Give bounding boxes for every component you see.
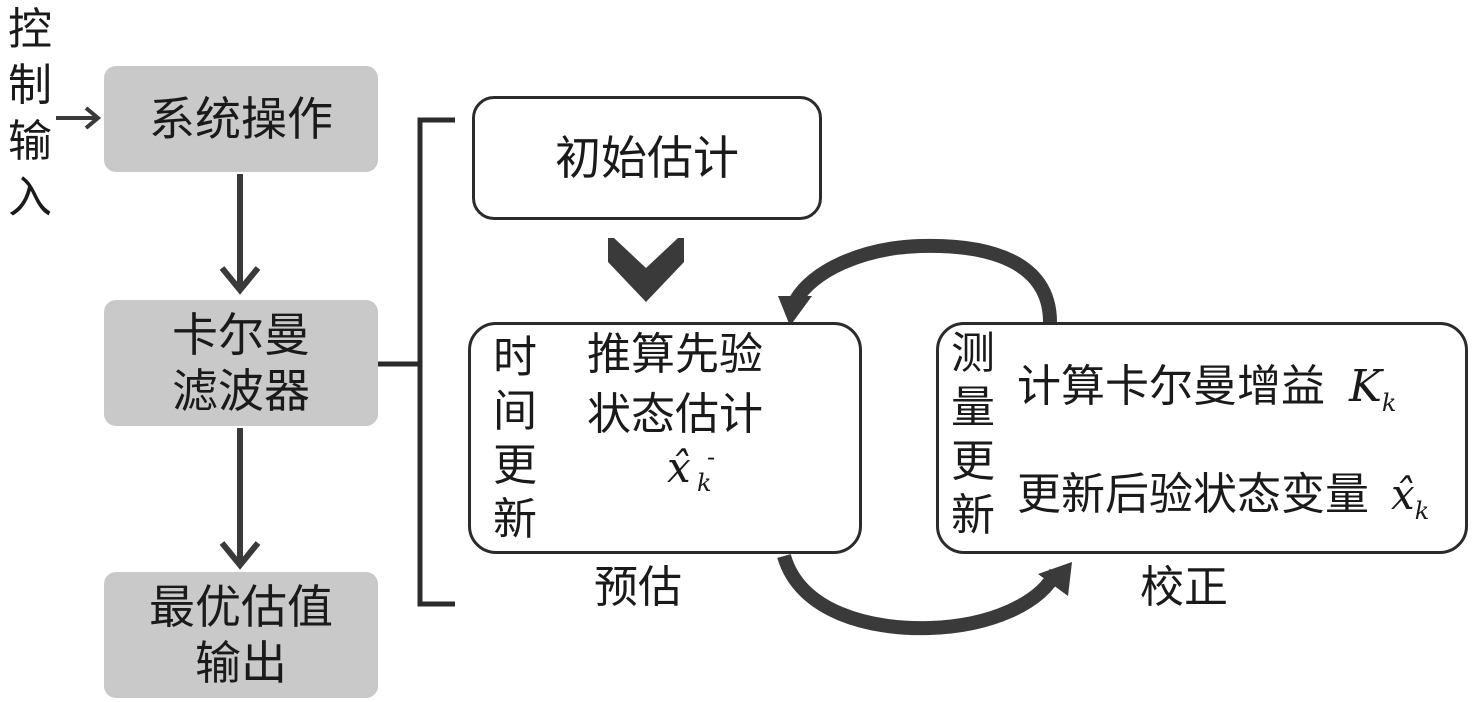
feedback-curved-arrow <box>778 238 1057 326</box>
prior-state-symbol: x̂ k - <box>667 443 747 503</box>
system-operation-box: 系统操作 <box>104 66 378 172</box>
compute-gain-text: 计算卡尔曼增益 <box>1017 361 1325 412</box>
measurement-update-label: 测 量 更 新 <box>947 327 999 543</box>
initial-estimate-label: 初始估计 <box>555 131 739 185</box>
control-input-char: 控 <box>8 4 52 55</box>
correct-caption: 校正 <box>1140 562 1228 613</box>
optimal-output-label-line1: 最优估值 <box>149 580 333 634</box>
time-update-char: 更 <box>493 440 537 491</box>
predict-caption: 预估 <box>594 562 682 613</box>
state-symbol-base: x̂ <box>1391 470 1415 519</box>
control-input-char: 制 <box>8 60 52 111</box>
time-update-char: 间 <box>493 386 537 437</box>
update-line: 更新后验状态变量 x̂k <box>1017 469 1429 527</box>
kalman-filter-label-line1: 卡尔曼 <box>172 308 310 362</box>
measurement-update-char: 更 <box>951 436 995 487</box>
chevron-down-icon <box>608 238 684 302</box>
kalman-filter-label-line2: 滤波器 <box>172 364 310 418</box>
update-state-text: 更新后验状态变量 <box>1017 469 1369 520</box>
prior-symbol-sub: k <box>697 469 712 497</box>
gain-line: 计算卡尔曼增益 Kk <box>1017 361 1396 419</box>
predict-box: 时 间 更 新 推算先验 状态估计 x̂ k - <box>468 322 862 554</box>
time-update-char: 新 <box>493 494 537 545</box>
control-input-char: 入 <box>8 172 52 223</box>
correct-box: 测 量 更 新 计算卡尔曼增益 Kk 更新后验状态变量 x̂k <box>936 322 1468 554</box>
optimal-output-box: 最优估值 输出 <box>104 572 378 698</box>
kalman-filter-box: 卡尔曼 滤波器 <box>104 300 378 426</box>
bracket <box>417 117 455 607</box>
control-input-arrow <box>56 106 102 130</box>
measurement-update-char: 测 <box>951 328 995 379</box>
time-update-char: 时 <box>493 332 537 383</box>
prior-symbol-sup: - <box>707 443 716 471</box>
measurement-update-char: 量 <box>951 382 995 433</box>
forward-curved-arrow <box>777 553 1072 636</box>
predict-line2: 状态估计 <box>587 389 763 440</box>
control-input-char: 输 <box>8 116 52 167</box>
state-symbol-sub: k <box>1414 497 1430 525</box>
filter-to-output-arrow <box>219 428 261 570</box>
prior-symbol-base: x̂ <box>667 443 691 492</box>
control-input-label: 控 制 输 入 <box>2 2 58 226</box>
gain-symbol-sub: k <box>1381 389 1397 417</box>
measurement-update-char: 新 <box>951 490 995 541</box>
optimal-output-label-line2: 输出 <box>195 636 287 690</box>
predict-line1: 推算先验 <box>587 329 763 380</box>
system-operation-label: 系统操作 <box>149 92 333 146</box>
time-update-label: 时 间 更 新 <box>489 331 541 547</box>
gain-symbol-base: K <box>1349 361 1382 412</box>
system-to-filter-arrow <box>219 174 261 295</box>
initial-estimate-box: 初始估计 <box>472 96 822 220</box>
